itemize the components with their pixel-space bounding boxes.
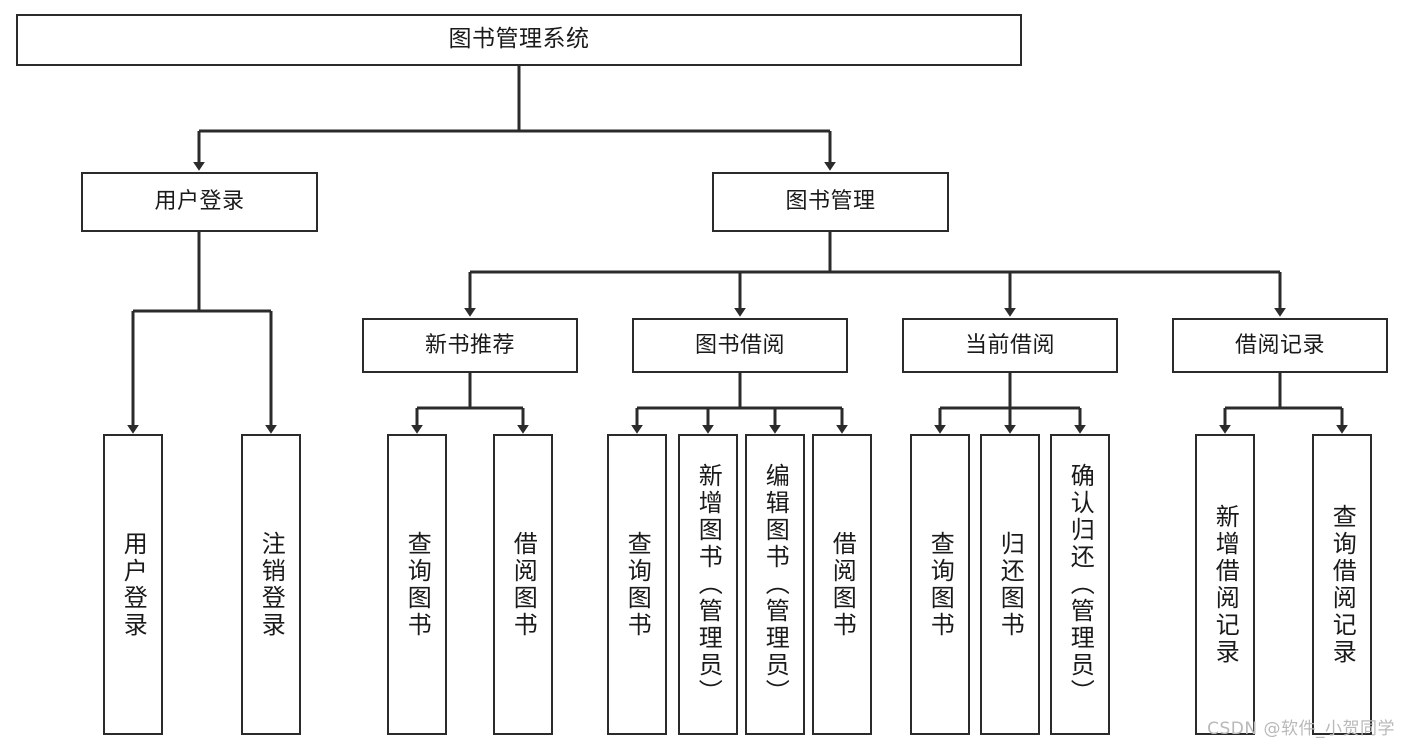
leaf-logout-login-label: 注销登录 [257, 530, 286, 639]
leaf-borrow-book-2-label: 借阅图书 [828, 530, 857, 639]
node-root-label: 图书管理系统 [448, 26, 590, 53]
node-root[interactable]: 图书管理系统 [16, 14, 1022, 66]
leaf-query-book-2-label: 查询图书 [623, 530, 652, 639]
leaf-add-book-label: 新增图书（管理员） [694, 463, 723, 706]
leaf-query-record[interactable]: 查询借阅记录 [1312, 434, 1372, 735]
leaf-query-book-3-label: 查询图书 [926, 530, 955, 639]
leaf-user-login[interactable]: 用户登录 [103, 434, 163, 735]
leaf-return-book-label: 归还图书 [996, 530, 1025, 639]
node-book-borrow-label: 图书借阅 [694, 332, 785, 358]
leaf-logout-login[interactable]: 注销登录 [241, 434, 301, 735]
node-current-borrow-label: 当前借阅 [964, 332, 1055, 358]
leaf-confirm-return[interactable]: 确认归还（管理员） [1050, 434, 1110, 735]
leaf-confirm-return-label: 确认归还（管理员） [1066, 463, 1095, 706]
leaf-add-record[interactable]: 新增借阅记录 [1195, 434, 1255, 735]
node-user-login[interactable]: 用户登录 [81, 172, 318, 232]
leaf-edit-book-label: 编辑图书（管理员） [761, 463, 790, 706]
node-borrow-record[interactable]: 借阅记录 [1172, 318, 1388, 373]
node-book-borrow[interactable]: 图书借阅 [632, 318, 848, 373]
leaf-borrow-book-1[interactable]: 借阅图书 [493, 434, 553, 735]
node-new-book-recommend[interactable]: 新书推荐 [362, 318, 578, 373]
leaf-query-book-1[interactable]: 查询图书 [387, 434, 447, 735]
node-book-manage[interactable]: 图书管理 [712, 172, 949, 232]
leaf-borrow-book-2[interactable]: 借阅图书 [812, 434, 872, 735]
node-current-borrow[interactable]: 当前借阅 [902, 318, 1118, 373]
leaf-add-book[interactable]: 新增图书（管理员） [678, 434, 738, 735]
leaf-return-book[interactable]: 归还图书 [980, 434, 1040, 735]
leaf-user-login-label: 用户登录 [119, 530, 148, 639]
node-new-book-recommend-label: 新书推荐 [424, 332, 515, 358]
leaf-borrow-book-1-label: 借阅图书 [509, 530, 538, 639]
watermark-text: CSDN @软件_小贺同学 [1207, 719, 1395, 739]
leaf-add-record-label: 新增借阅记录 [1211, 503, 1240, 666]
node-user-login-label: 用户登录 [154, 189, 245, 215]
leaf-edit-book[interactable]: 编辑图书（管理员） [745, 434, 805, 735]
leaf-query-book-2[interactable]: 查询图书 [607, 434, 667, 735]
node-book-manage-label: 图书管理 [785, 189, 876, 215]
leaf-query-record-label: 查询借阅记录 [1328, 503, 1357, 666]
node-borrow-record-label: 借阅记录 [1234, 332, 1325, 358]
leaf-query-book-1-label: 查询图书 [403, 530, 432, 639]
leaf-query-book-3[interactable]: 查询图书 [910, 434, 970, 735]
